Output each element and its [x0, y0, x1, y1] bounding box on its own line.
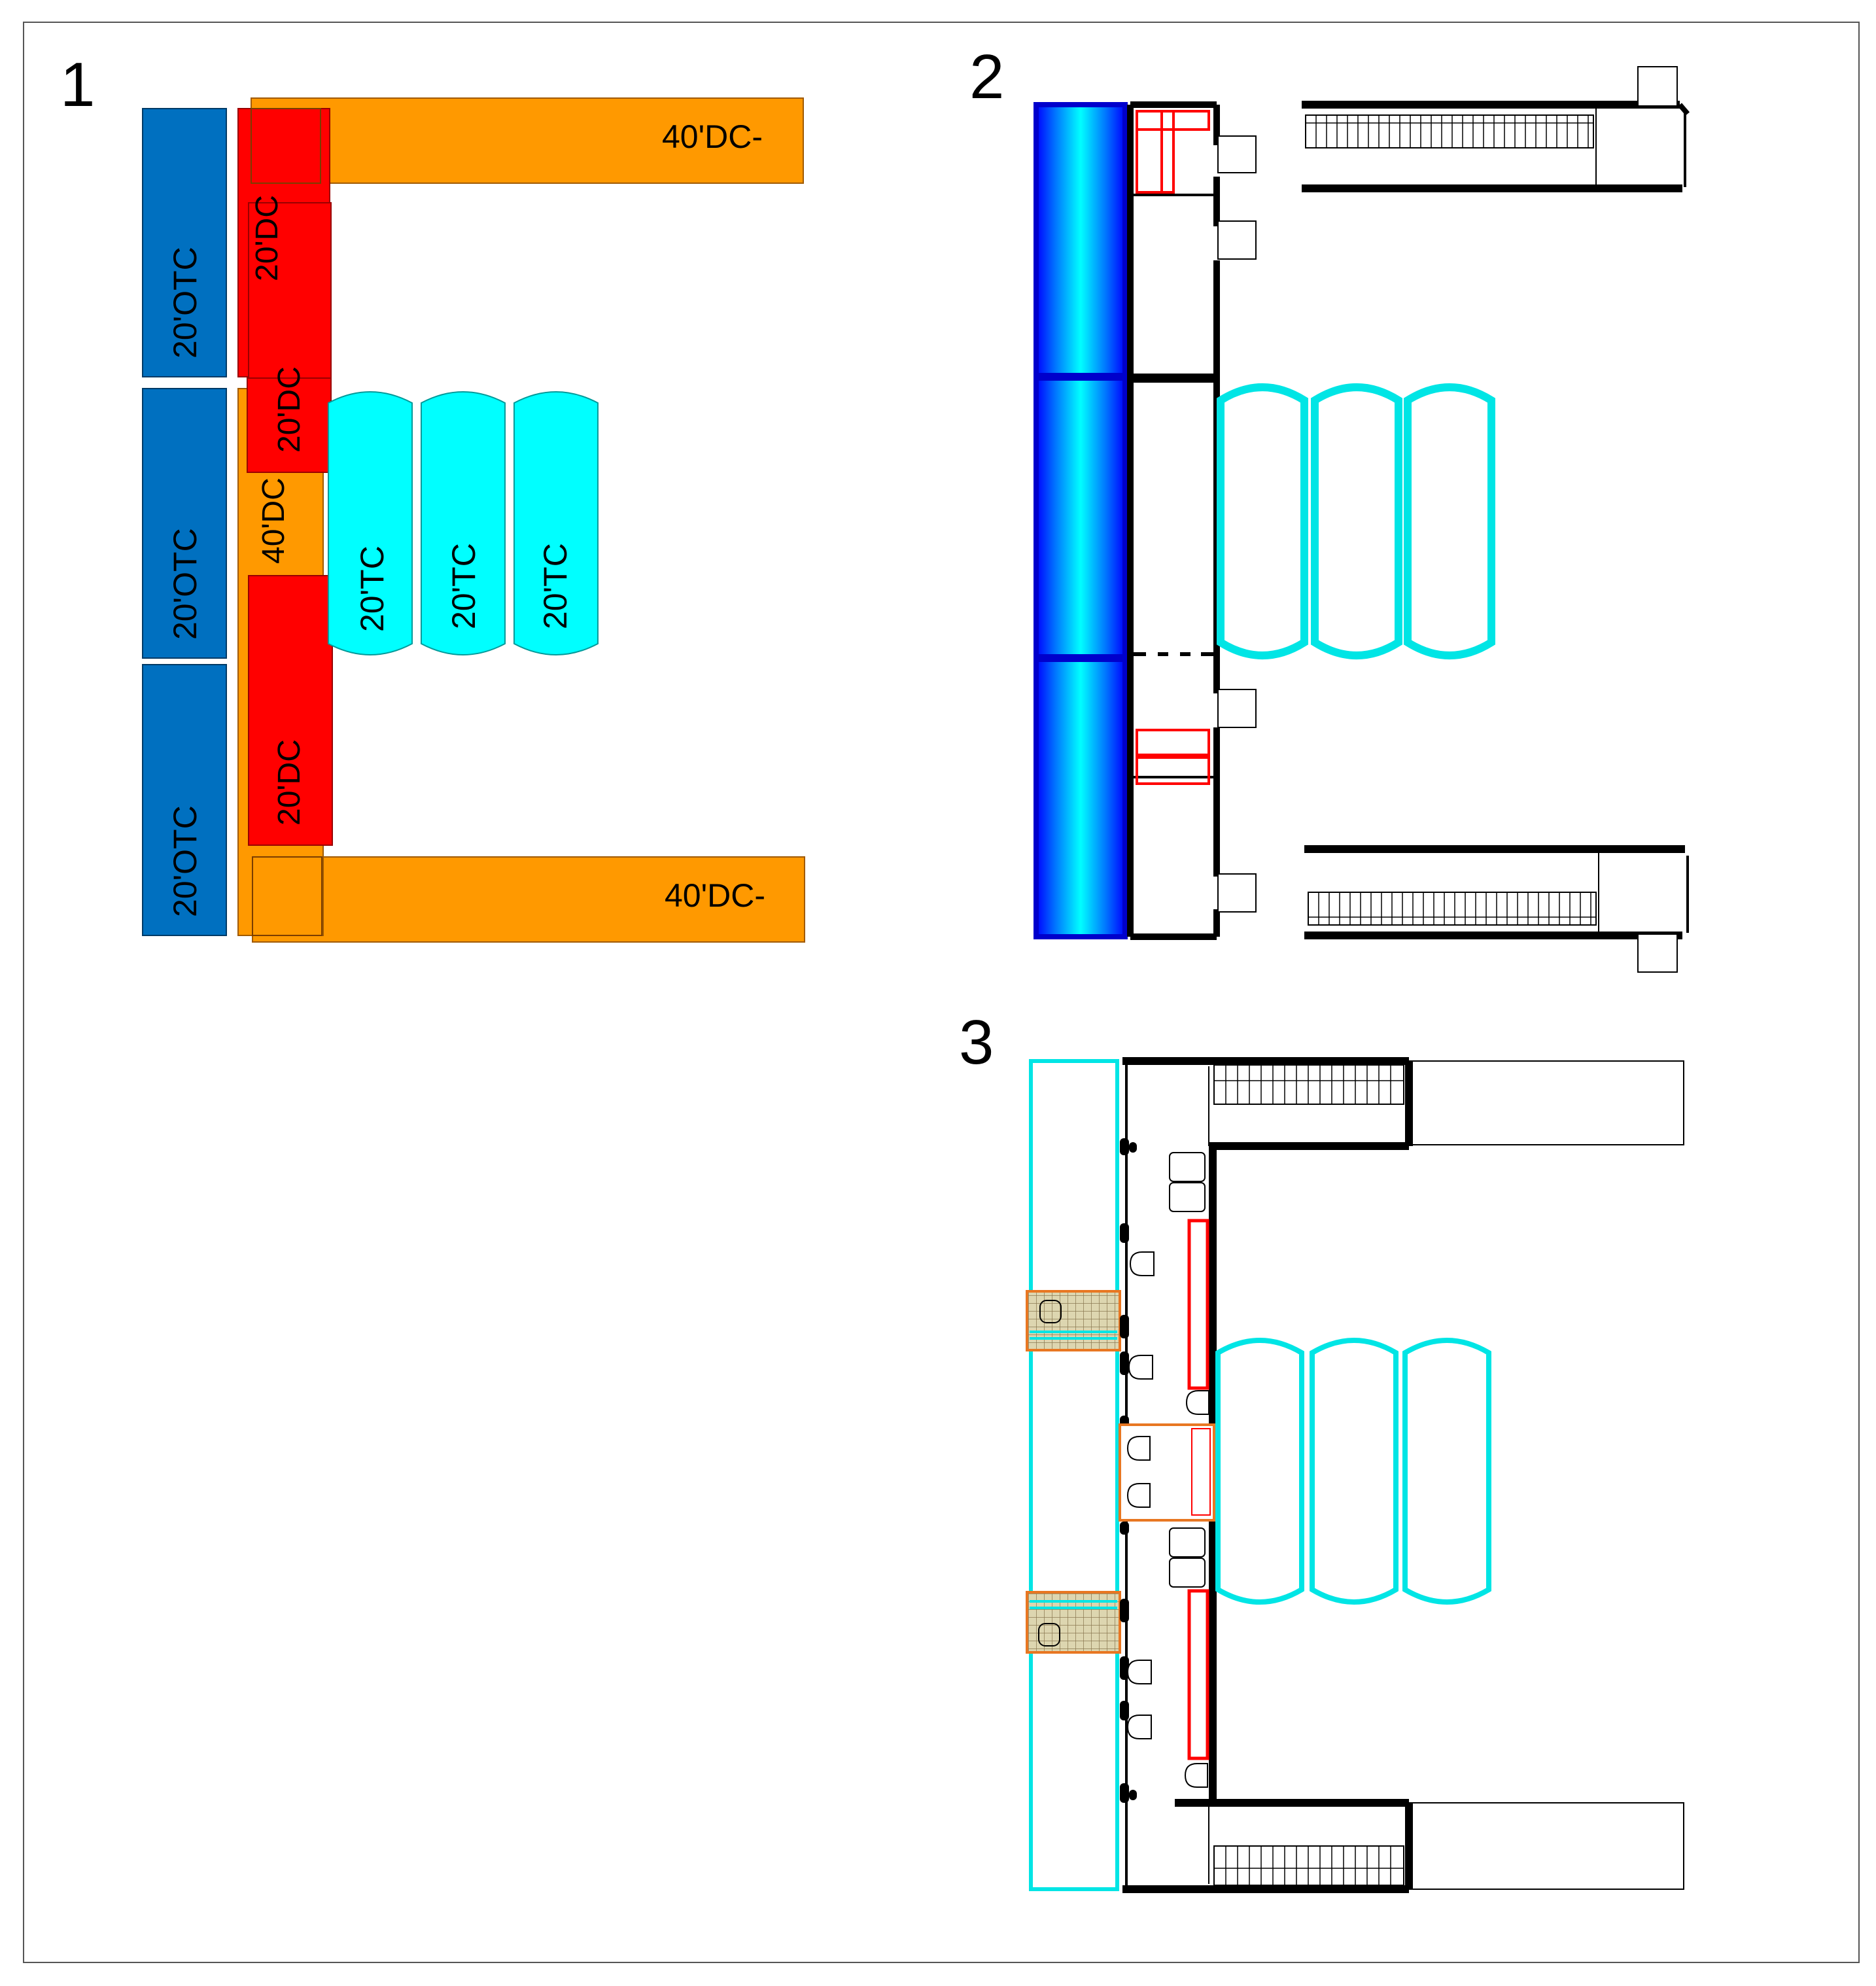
container-label: 40'DC- [662, 118, 763, 155]
toilet-icon [1039, 1300, 1062, 1323]
container-label: 20'OTC [167, 805, 203, 917]
tank-label: 20'TC [354, 546, 391, 632]
panel-2: 2 [969, 42, 1690, 973]
container-label: 40'DC- [665, 877, 765, 914]
tank-label: 20'TC [445, 543, 482, 629]
outline-container-top [1408, 1060, 1684, 1145]
door-swings [1217, 135, 1257, 913]
blue-tank-section [1034, 102, 1128, 378]
container-20dc-extension [248, 202, 332, 400]
tank-outline [1310, 1338, 1398, 1605]
container-label: 20'DC [272, 739, 307, 826]
container-40dc-top [251, 97, 804, 184]
wall-segments [1120, 1138, 1137, 1803]
container-40dc-bottom [252, 856, 805, 943]
tank-20tc [421, 391, 506, 655]
container-20otc [142, 108, 227, 377]
container-label: 20'OTC [167, 247, 203, 358]
container-label: 20'DC [272, 366, 307, 453]
toilet-icon [1038, 1623, 1060, 1646]
stair-bottom [1213, 1845, 1404, 1886]
blue-tank-section [1034, 657, 1128, 939]
container-label: 20'OTC [167, 528, 203, 640]
tank-outline [1402, 1338, 1491, 1605]
red-fixture [1191, 1428, 1211, 1516]
red-counter [1187, 1219, 1209, 1390]
container-20dc [247, 377, 332, 473]
container-20otc [142, 388, 227, 659]
panel-3: 3 [959, 1007, 1684, 1893]
tank-outline [1217, 383, 1308, 659]
panel-number: 3 [959, 1007, 994, 1077]
tank-20tc [513, 391, 599, 655]
stair-top [1213, 1064, 1404, 1105]
mesh-panel [1026, 1290, 1121, 1351]
container-label: 20'DC [250, 195, 285, 281]
tank-outline [1311, 383, 1402, 659]
panel-number: 2 [969, 42, 1004, 112]
panel-number: 1 [60, 50, 95, 120]
container-20otc [142, 664, 227, 936]
tank-20tc [328, 391, 413, 655]
panel-1: 1 40'DC- 40'DC- 40'DC 20'OTC 20'OTC 20'O… [60, 50, 805, 943]
overlap-outline [252, 856, 322, 936]
overlap-outline [251, 108, 321, 184]
blue-tank-section [1034, 375, 1128, 659]
stair-container-top [1302, 66, 1690, 192]
chair-icons [1126, 1152, 1209, 1788]
tank-outline [1404, 383, 1495, 659]
red-fixtures [1136, 110, 1210, 785]
container-label: 40'DC [256, 478, 291, 564]
figure-frame [23, 22, 1860, 1963]
container-20dc [248, 575, 333, 846]
red-counter [1187, 1589, 1209, 1760]
tank-outline [1215, 1338, 1304, 1605]
cyan-outline-container [1029, 1059, 1119, 1891]
tank-label: 20'TC [537, 543, 574, 629]
corridor-walls [1127, 101, 1220, 940]
stair-container-bottom [1304, 845, 1689, 973]
outline-container-bottom [1408, 1802, 1684, 1890]
